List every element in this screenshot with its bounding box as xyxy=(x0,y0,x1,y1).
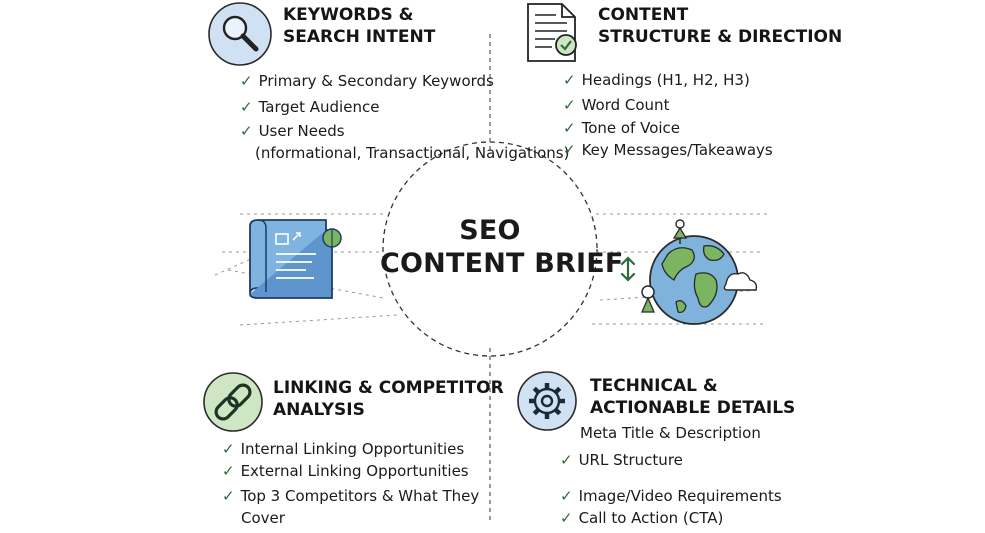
structure-heading: CONTENT STRUCTURE & DIRECTION xyxy=(598,4,842,48)
technical-item-label: Image/Video Requirements xyxy=(578,487,782,505)
technical-item-label: Call to Action (CTA) xyxy=(578,509,724,527)
keywords-item: ✓ User Needs xyxy=(240,121,345,141)
linking-heading-line1: LINKING & COMPETITOR xyxy=(273,378,504,398)
gear-icon xyxy=(517,371,577,431)
check-icon: ✓ xyxy=(240,72,253,90)
technical-heading-line2: ACTIONABLE DETAILS xyxy=(590,398,796,418)
check-icon: ✓ xyxy=(240,98,253,116)
technical-item: ✓ Image/Video Requirements xyxy=(560,486,782,506)
structure-item-label: Tone of Voice xyxy=(581,119,681,137)
check-icon: ✓ xyxy=(563,96,576,114)
structure-item-label: Key Messages/Takeaways xyxy=(581,141,773,159)
keywords-item: ✓ Target Audience xyxy=(240,97,379,117)
linking-item-label: Top 3 Competitors & What They xyxy=(240,487,480,505)
check-icon: ✓ xyxy=(240,122,253,140)
keywords-item-label: User Needs xyxy=(258,122,345,140)
technical-item: ✓ Call to Action (CTA) xyxy=(560,508,723,528)
technical-heading-line1: TECHNICAL & xyxy=(590,376,718,396)
check-icon: ✓ xyxy=(560,509,573,527)
blueprint-map-icon xyxy=(249,219,342,299)
linking-item: ✓ Top 3 Competitors & What They xyxy=(222,486,479,506)
structure-heading-line2: STRUCTURE & DIRECTION xyxy=(598,27,843,47)
check-icon: ✓ xyxy=(222,440,235,458)
technical-item: Meta Title & Description xyxy=(580,424,761,442)
globe-icon xyxy=(620,219,758,325)
center-title-line1: SEO xyxy=(459,215,521,246)
center-title: SEO CONTENT BRIEF xyxy=(380,214,624,280)
check-icon: ✓ xyxy=(563,141,576,159)
check-icon: ✓ xyxy=(563,119,576,137)
technical-item: ✓ URL Structure xyxy=(560,450,683,470)
linking-item: ✓ Internal Linking Opportunities xyxy=(222,439,464,459)
check-icon: ✓ xyxy=(560,487,573,505)
structure-item: ✓ Tone of Voice xyxy=(563,118,680,138)
keywords-heading-line2: SEARCH INTENT xyxy=(283,27,436,47)
linking-item-label: External Linking Opportunities xyxy=(240,462,469,480)
center-title-line2: CONTENT BRIEF xyxy=(380,248,624,279)
technical-item-label: URL Structure xyxy=(578,451,683,469)
check-icon: ✓ xyxy=(222,487,235,505)
keywords-item-label: Target Audience xyxy=(258,98,380,116)
keywords-heading-line1: KEYWORDS & xyxy=(283,5,414,25)
linking-item: ✓ External Linking Opportunities xyxy=(222,461,469,481)
structure-item: ✓ Key Messages/Takeaways xyxy=(563,140,773,160)
keywords-item-subtext: (nformational, Transactional, Navigation… xyxy=(255,144,570,162)
check-icon: ✓ xyxy=(222,462,235,480)
structure-item: ✓ Word Count xyxy=(563,95,669,115)
keywords-item: ✓ Primary & Secondary Keywords xyxy=(240,71,494,91)
linking-heading: LINKING & COMPETITOR ANALYSIS xyxy=(273,377,504,421)
linking-heading-line2: ANALYSIS xyxy=(273,400,365,420)
structure-item-label: Word Count xyxy=(581,96,670,114)
document-icon xyxy=(527,3,577,62)
check-icon: ✓ xyxy=(563,71,576,89)
keywords-heading: KEYWORDS & SEARCH INTENT xyxy=(283,4,435,48)
check-icon: ✓ xyxy=(560,451,573,469)
structure-item-label: Headings (H1, H2, H3) xyxy=(581,71,750,89)
magnifier-icon xyxy=(208,2,272,66)
chain-link-icon xyxy=(203,372,263,432)
structure-heading-line1: CONTENT xyxy=(598,5,689,25)
keywords-item-label: Primary & Secondary Keywords xyxy=(258,72,494,90)
linking-item-label: Internal Linking Opportunities xyxy=(240,440,465,458)
linking-item-continuation: Cover xyxy=(241,509,285,527)
structure-item: ✓ Headings (H1, H2, H3) xyxy=(563,70,750,90)
technical-heading: TECHNICAL & ACTIONABLE DETAILS xyxy=(590,375,795,419)
